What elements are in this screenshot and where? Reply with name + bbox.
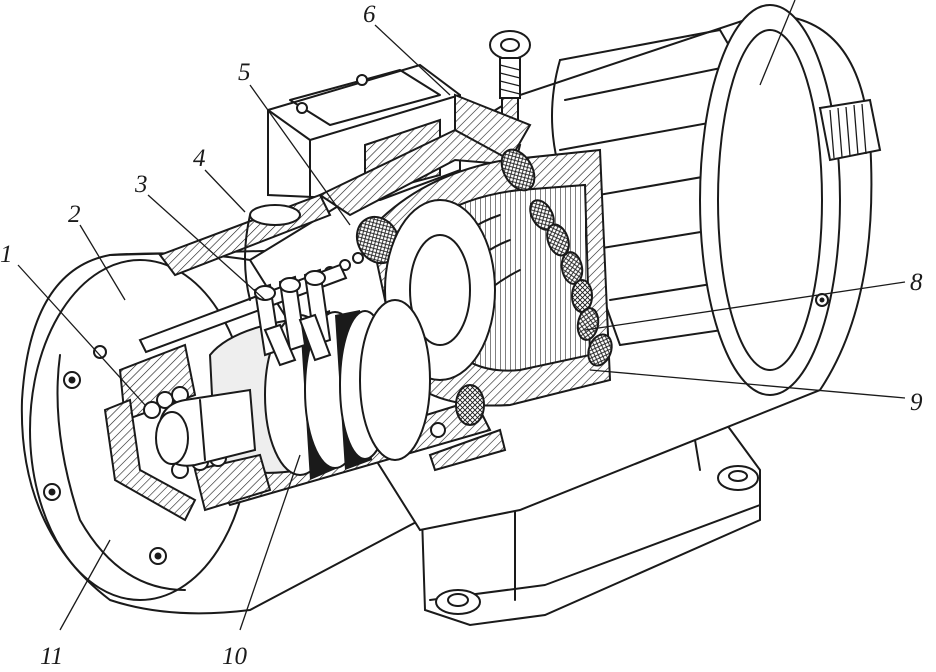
label-9: 9 <box>910 389 923 416</box>
leader-9 <box>589 369 906 399</box>
leader-2 <box>79 224 126 301</box>
leader-11 <box>59 539 111 631</box>
leader-3 <box>147 194 266 301</box>
leader-4 <box>204 169 246 213</box>
label-2: 2 <box>68 201 81 228</box>
leader-5 <box>249 84 351 226</box>
label-11: 11 <box>40 643 63 670</box>
leader-1 <box>17 264 146 406</box>
lifting-eye-bolt <box>489 30 531 141</box>
label-3: 3 <box>134 171 148 198</box>
label-4: 4 <box>193 145 206 172</box>
leader-6 <box>374 24 451 96</box>
leader-lines <box>17 0 906 631</box>
leader-7 <box>759 0 796 86</box>
rear-shaft <box>818 98 882 162</box>
front-shaft <box>155 388 257 467</box>
label-10: 10 <box>222 643 248 670</box>
label-1: 1 <box>0 241 13 268</box>
leader-8 <box>584 281 906 331</box>
label-6: 6 <box>363 1 376 28</box>
leader-10 <box>239 454 301 631</box>
brush-gear <box>138 263 348 367</box>
stator-winding <box>355 148 613 426</box>
label-8: 8 <box>910 269 923 296</box>
label-5: 5 <box>238 59 251 86</box>
